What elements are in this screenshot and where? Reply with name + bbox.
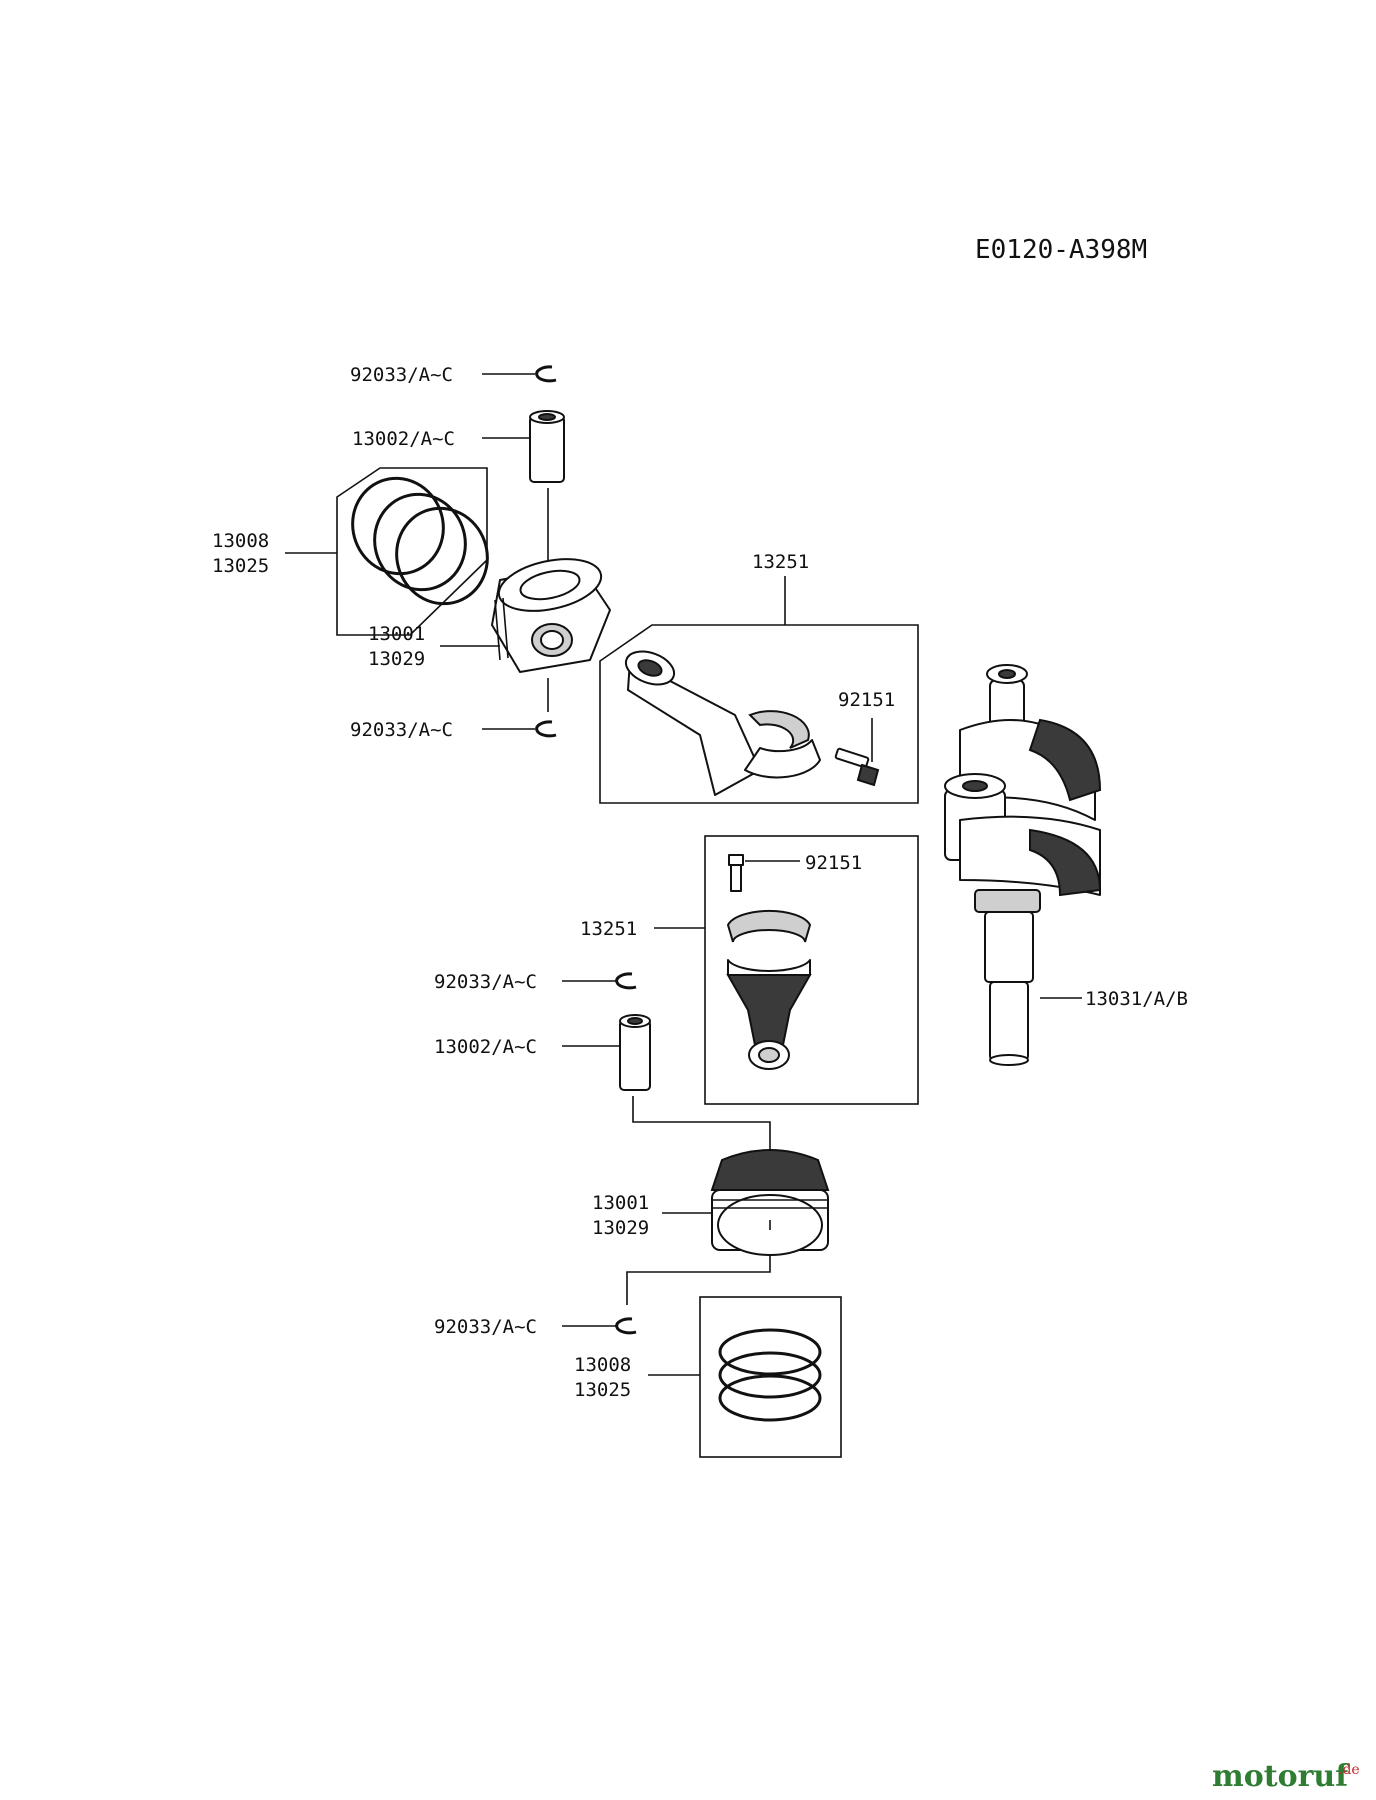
callout-top-piston-a[interactable]: 13001 xyxy=(368,623,425,645)
watermark-logo: motoruf .de xyxy=(1212,1759,1360,1794)
circlip-top-2 xyxy=(482,678,557,738)
callout-bottom-circlip-1[interactable]: 92033/A~C xyxy=(434,971,537,993)
callout-bottom-piston-a[interactable]: 13001 xyxy=(592,1192,649,1214)
circlip-top-1 xyxy=(482,365,557,383)
piston-pin-top xyxy=(482,410,565,560)
callout-top-bolt[interactable]: 92151 xyxy=(838,689,895,711)
piston-bottom xyxy=(626,1149,830,1305)
connecting-rod-bottom xyxy=(654,835,919,1105)
callout-bottom-rod[interactable]: 13251 xyxy=(580,918,637,940)
circlip-bottom-2 xyxy=(562,1317,637,1335)
callout-bottom-piston-b[interactable]: 13029 xyxy=(592,1217,649,1239)
piston-top xyxy=(440,558,611,673)
watermark-tld: .de xyxy=(1338,1762,1360,1778)
callout-top-piston-b[interactable]: 13029 xyxy=(368,648,425,670)
piston-pin-bottom xyxy=(562,1014,771,1150)
callout-bottom-rings-b[interactable]: 13025 xyxy=(574,1379,631,1401)
callout-top-rod[interactable]: 13251 xyxy=(752,551,809,573)
callout-top-rings-a[interactable]: 13008 xyxy=(212,530,269,552)
callout-top-circlip-1[interactable]: 92033/A~C xyxy=(350,364,453,386)
diagram-code: E0120-A398M xyxy=(975,235,1147,265)
callout-top-rings-b[interactable]: 13025 xyxy=(212,555,269,577)
circlip-bottom-1 xyxy=(562,972,637,990)
watermark-brand: motoruf xyxy=(1212,1759,1350,1794)
piston-rings-top xyxy=(285,467,489,636)
callout-bottom-pin[interactable]: 13002/A~C xyxy=(434,1036,537,1058)
connecting-rod-top xyxy=(599,576,919,804)
piston-rings-bottom xyxy=(648,1296,842,1458)
callout-top-circlip-2[interactable]: 92033/A~C xyxy=(350,719,453,741)
callout-bottom-rings-a[interactable]: 13008 xyxy=(574,1354,631,1376)
callout-crankshaft[interactable]: 13031/A/B xyxy=(1085,988,1188,1010)
callout-top-pin[interactable]: 13002/A~C xyxy=(352,428,455,450)
callout-bottom-circlip-2[interactable]: 92033/A~C xyxy=(434,1316,537,1338)
crankshaft xyxy=(944,664,1102,1066)
callout-bottom-bolt[interactable]: 92151 xyxy=(805,852,862,874)
